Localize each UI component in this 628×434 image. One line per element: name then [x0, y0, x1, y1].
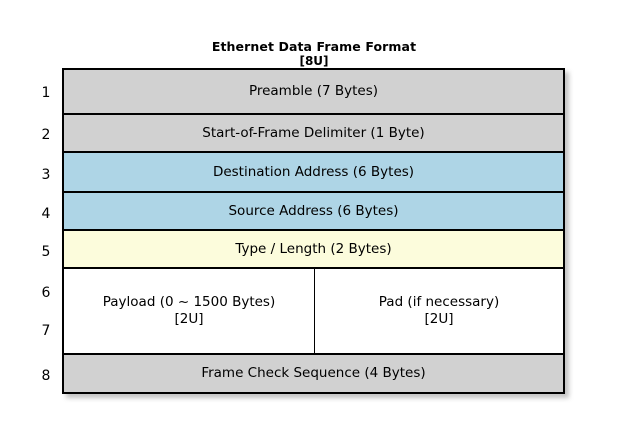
frame-field-sfd-label: Start-of-Frame Delimiter (1 Byte) — [202, 124, 425, 141]
frame-field-destination-address: Destination Address (6 Bytes) — [64, 153, 563, 193]
frame-field-pad-label: Pad (if necessary) — [378, 294, 500, 310]
row-number-2: 2 — [41, 127, 51, 143]
row-number-6: 6 — [41, 285, 51, 301]
row-number-3: 3 — [41, 167, 51, 183]
frame-field-source-address-label: Source Address (6 Bytes) — [228, 202, 399, 219]
frame-field-preamble: Preamble (7 Bytes) — [64, 70, 563, 115]
row-number-1: 1 — [41, 85, 51, 101]
frame-field-type-length: Type / Length (2 Bytes) — [64, 231, 563, 269]
page-subtitle: [8U] — [299, 54, 329, 68]
frame-field-frame-check-sequence: Frame Check Sequence (4 Bytes) — [64, 355, 563, 392]
frame-field-source-address: Source Address (6 Bytes) — [64, 193, 563, 231]
row-number-8: 8 — [41, 368, 51, 384]
frame-field-start-of-frame-delimiter: Start-of-Frame Delimiter (1 Byte) — [64, 115, 563, 153]
diagram-title-block: Ethernet Data Frame Format [8U] — [0, 39, 628, 69]
row-number-5: 5 — [41, 244, 51, 260]
frame-field-payload-label: Payload (0 ~ 1500 Bytes) — [102, 294, 276, 310]
ethernet-frame-diagram: Preamble (7 Bytes) Start-of-Frame Delimi… — [62, 68, 565, 394]
frame-field-payload-sublabel: [2U] — [174, 311, 204, 327]
row-number-7: 7 — [41, 323, 51, 339]
frame-field-pad-sublabel: [2U] — [424, 311, 454, 327]
frame-field-preamble-label: Preamble (7 Bytes) — [248, 83, 379, 99]
row-number-4: 4 — [41, 206, 51, 222]
frame-field-type-length-label: Type / Length (2 Bytes) — [235, 240, 392, 257]
row-number-gutter: 1 2 3 4 5 6 7 8 — [34, 68, 58, 398]
frame-field-payload: Payload (0 ~ 1500 Bytes) [2U] — [64, 269, 315, 353]
frame-field-fcs-label: Frame Check Sequence (4 Bytes) — [201, 365, 426, 381]
frame-field-payload-row: Payload (0 ~ 1500 Bytes) [2U] Pad (if ne… — [64, 269, 563, 355]
frame-field-pad: Pad (if necessary) [2U] — [315, 269, 563, 353]
page-title: Ethernet Data Frame Format — [211, 39, 417, 54]
frame-field-destination-address-label: Destination Address (6 Bytes) — [212, 163, 415, 180]
